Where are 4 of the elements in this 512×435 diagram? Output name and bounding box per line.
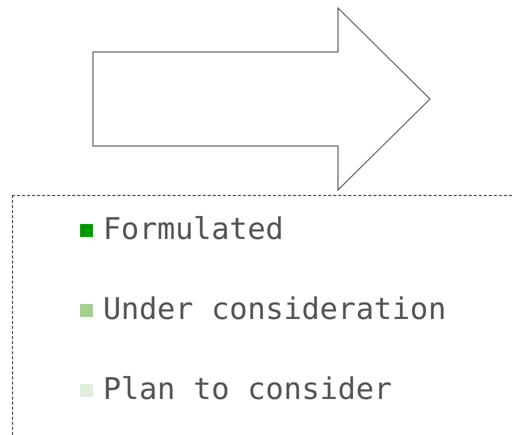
legend-label: Formulated xyxy=(103,212,284,248)
legend-label: Plan to consider xyxy=(103,372,392,408)
block-arrow xyxy=(92,7,432,192)
legend-label: Under consideration xyxy=(103,292,446,328)
